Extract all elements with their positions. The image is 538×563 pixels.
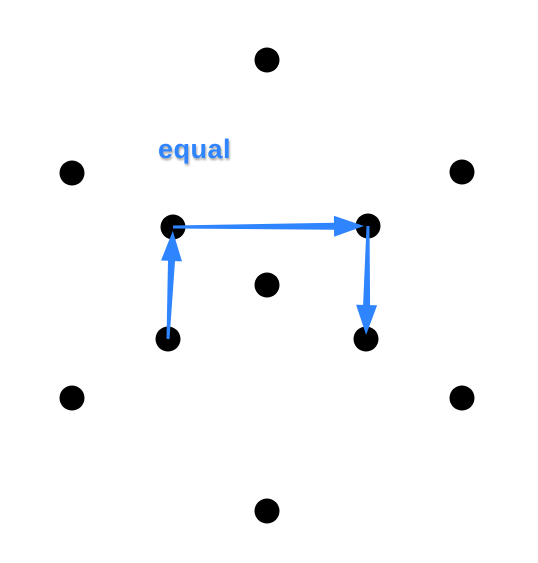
dot-lower-right bbox=[449, 385, 475, 411]
dots-layer bbox=[59, 47, 475, 524]
dot-bottom bbox=[254, 498, 280, 524]
arrow-inner-upper-left-to-inner-upper-right bbox=[173, 215, 364, 237]
arrows-layer bbox=[161, 215, 378, 340]
dot-upper-left bbox=[59, 160, 85, 186]
dot-inner-lower-right bbox=[353, 326, 379, 352]
dot-top bbox=[254, 47, 280, 73]
arrow-inner-upper-right-to-inner-lower-right bbox=[356, 226, 378, 335]
dot-upper-right bbox=[449, 159, 475, 185]
equal-label: equal bbox=[158, 134, 232, 164]
dot-lower-left bbox=[59, 385, 85, 411]
arrow-inner-lower-left-to-inner-upper-left bbox=[161, 231, 182, 340]
dot-center bbox=[254, 272, 280, 298]
